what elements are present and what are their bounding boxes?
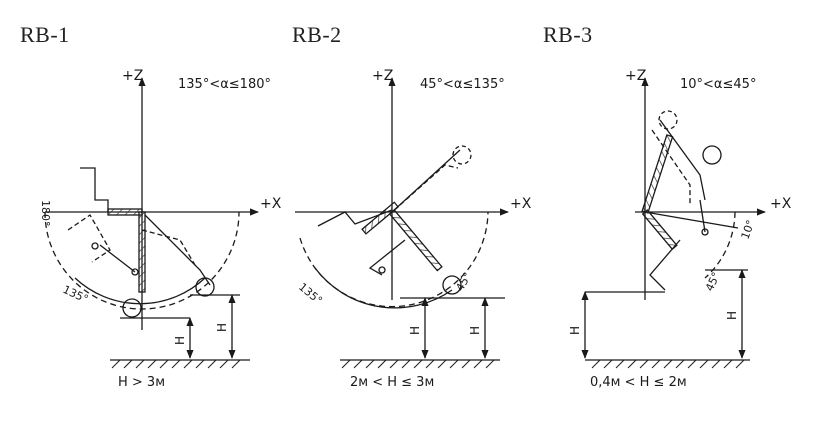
ground-hatch-rb2	[341, 359, 495, 369]
seat-rotated-rb1	[138, 211, 146, 293]
panel-title-rb1: RB-1	[20, 22, 70, 47]
leg-rb3	[649, 239, 681, 291]
seat-pan-rb2	[361, 201, 400, 235]
body-rb3	[659, 119, 706, 201]
angle-b-rb2: 45°	[453, 270, 474, 293]
joint-rb1	[131, 268, 139, 276]
z-label-rb3: +Z	[625, 68, 646, 84]
height-label-rb2: H	[408, 326, 422, 335]
seat-pan-rb1	[107, 208, 143, 216]
leg-dashed-rb2	[399, 164, 459, 206]
range-label-rb2: 45°<α≤135°	[420, 77, 505, 92]
panel-rb3	[581, 77, 766, 369]
head-circle2-rb2	[442, 275, 462, 295]
link-rb3	[699, 199, 706, 233]
head-circle-rb1	[122, 298, 142, 318]
seat-pan-rb3	[641, 209, 678, 251]
angle-b-rb3: 45°	[703, 270, 723, 293]
angle-ray-rb3	[644, 211, 739, 229]
dummy-dashed-rb1	[67, 214, 111, 263]
rotation-arc-rb3	[704, 211, 736, 279]
x-label-rb3: +X	[770, 196, 792, 212]
seat-back-rb1	[80, 167, 109, 212]
leg-rb1	[144, 214, 211, 286]
leg-dashed-rb1	[141, 229, 196, 266]
seat-back-rb3	[641, 134, 674, 214]
head-circle2-rb3	[702, 145, 722, 165]
height-label2-rb3: H	[725, 311, 739, 320]
angle-a-rb1: 180°	[39, 200, 52, 227]
joint-rb3	[701, 228, 709, 236]
angle-arc-rb2	[314, 267, 453, 309]
range-label-rb3: 10°<α≤45°	[680, 77, 756, 92]
head-circle2-rb1	[195, 277, 215, 297]
seat-rotated-rb2	[388, 209, 443, 272]
angle-a-rb2: 135°	[296, 280, 325, 307]
panel-title-rb2: RB-2	[292, 22, 342, 47]
ground-hatch-rb1	[111, 359, 241, 369]
rotation-arc-rb2	[299, 211, 489, 308]
condition-rb1: H > 3м	[118, 375, 165, 390]
condition-rb2: 2м < H ≤ 3м	[350, 375, 434, 390]
height-label2-rb1: H	[215, 323, 229, 332]
panel-rb1	[44, 77, 259, 369]
range-label-rb1: 135°<α≤180°	[178, 77, 271, 92]
height-label2-rb2: H	[468, 326, 482, 335]
x-label-rb2: +X	[510, 196, 532, 212]
head-circle-rb3	[658, 110, 678, 130]
rotation-arc-rb1	[44, 211, 240, 310]
z-label-rb2: +Z	[372, 68, 393, 84]
head-circle-rb2	[452, 145, 472, 165]
height-label-rb3: H	[568, 326, 582, 335]
z-label-rb1: +Z	[122, 68, 143, 84]
height-label-rb1: H	[173, 336, 187, 345]
x-label-rb1: +X	[260, 196, 282, 212]
panel-title-rb3: RB-3	[543, 22, 593, 47]
body-dashed-rb3	[651, 129, 691, 205]
ground-hatch-rb3	[591, 359, 745, 369]
link-rb1	[99, 244, 136, 273]
condition-rb3: 0,4м < H ≤ 2м	[590, 375, 687, 390]
panel-rb2	[295, 77, 509, 369]
joint-rb2	[378, 266, 386, 274]
seat-back-rb2	[317, 209, 393, 227]
arm-rb2	[368, 239, 406, 276]
joint2-rb1	[91, 242, 99, 250]
angle-a-rb3: 10°	[739, 218, 758, 241]
